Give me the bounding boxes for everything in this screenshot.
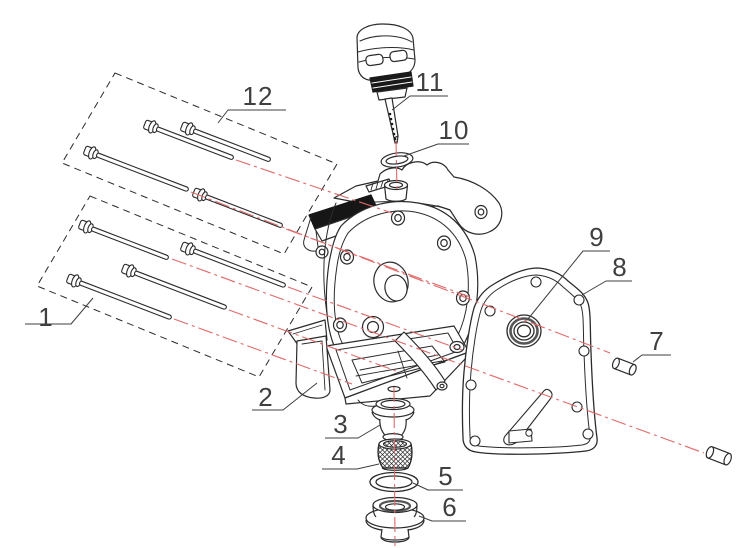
oil-seal [506,314,542,348]
callout-2: 2 [258,382,274,412]
dashed-box-bolts-1 [36,195,313,378]
gasket-holes [465,276,594,447]
dipstick [356,23,416,144]
strainer-cup [371,397,415,442]
dowel-pin-upper [611,357,637,376]
bolt [178,239,289,293]
strainer-screen [377,438,413,471]
callout-12: 12 [242,81,274,111]
centerlines [171,140,705,547]
oil-level-marks [388,112,397,141]
oil-filler-neck [383,179,409,202]
callout-6: 6 [442,492,458,522]
bolt-set-12 [81,117,286,233]
bolt-set-1 [64,217,289,325]
callout-11: 11 [415,67,445,97]
cover-gasket [461,267,598,455]
bolt [76,217,172,265]
callout-8: 8 [612,252,628,282]
crankcase-body [287,161,503,407]
callout-10: 10 [438,115,470,145]
callout-1: 1 [38,302,54,332]
dashed-box-bolts-12 [61,72,338,255]
crankshaft-bore [373,261,409,303]
oil-sump [287,319,470,407]
bolt [190,185,286,233]
callout-7: 7 [649,326,665,356]
callout-4: 4 [331,440,347,470]
callout-3: 3 [333,409,349,439]
callout-9: 9 [589,222,605,252]
strainer-o-ring [369,471,419,493]
dowel-pin-lower [705,446,732,466]
leader-lines [25,95,671,522]
callout-5: 5 [438,461,454,491]
bolt [81,143,192,197]
